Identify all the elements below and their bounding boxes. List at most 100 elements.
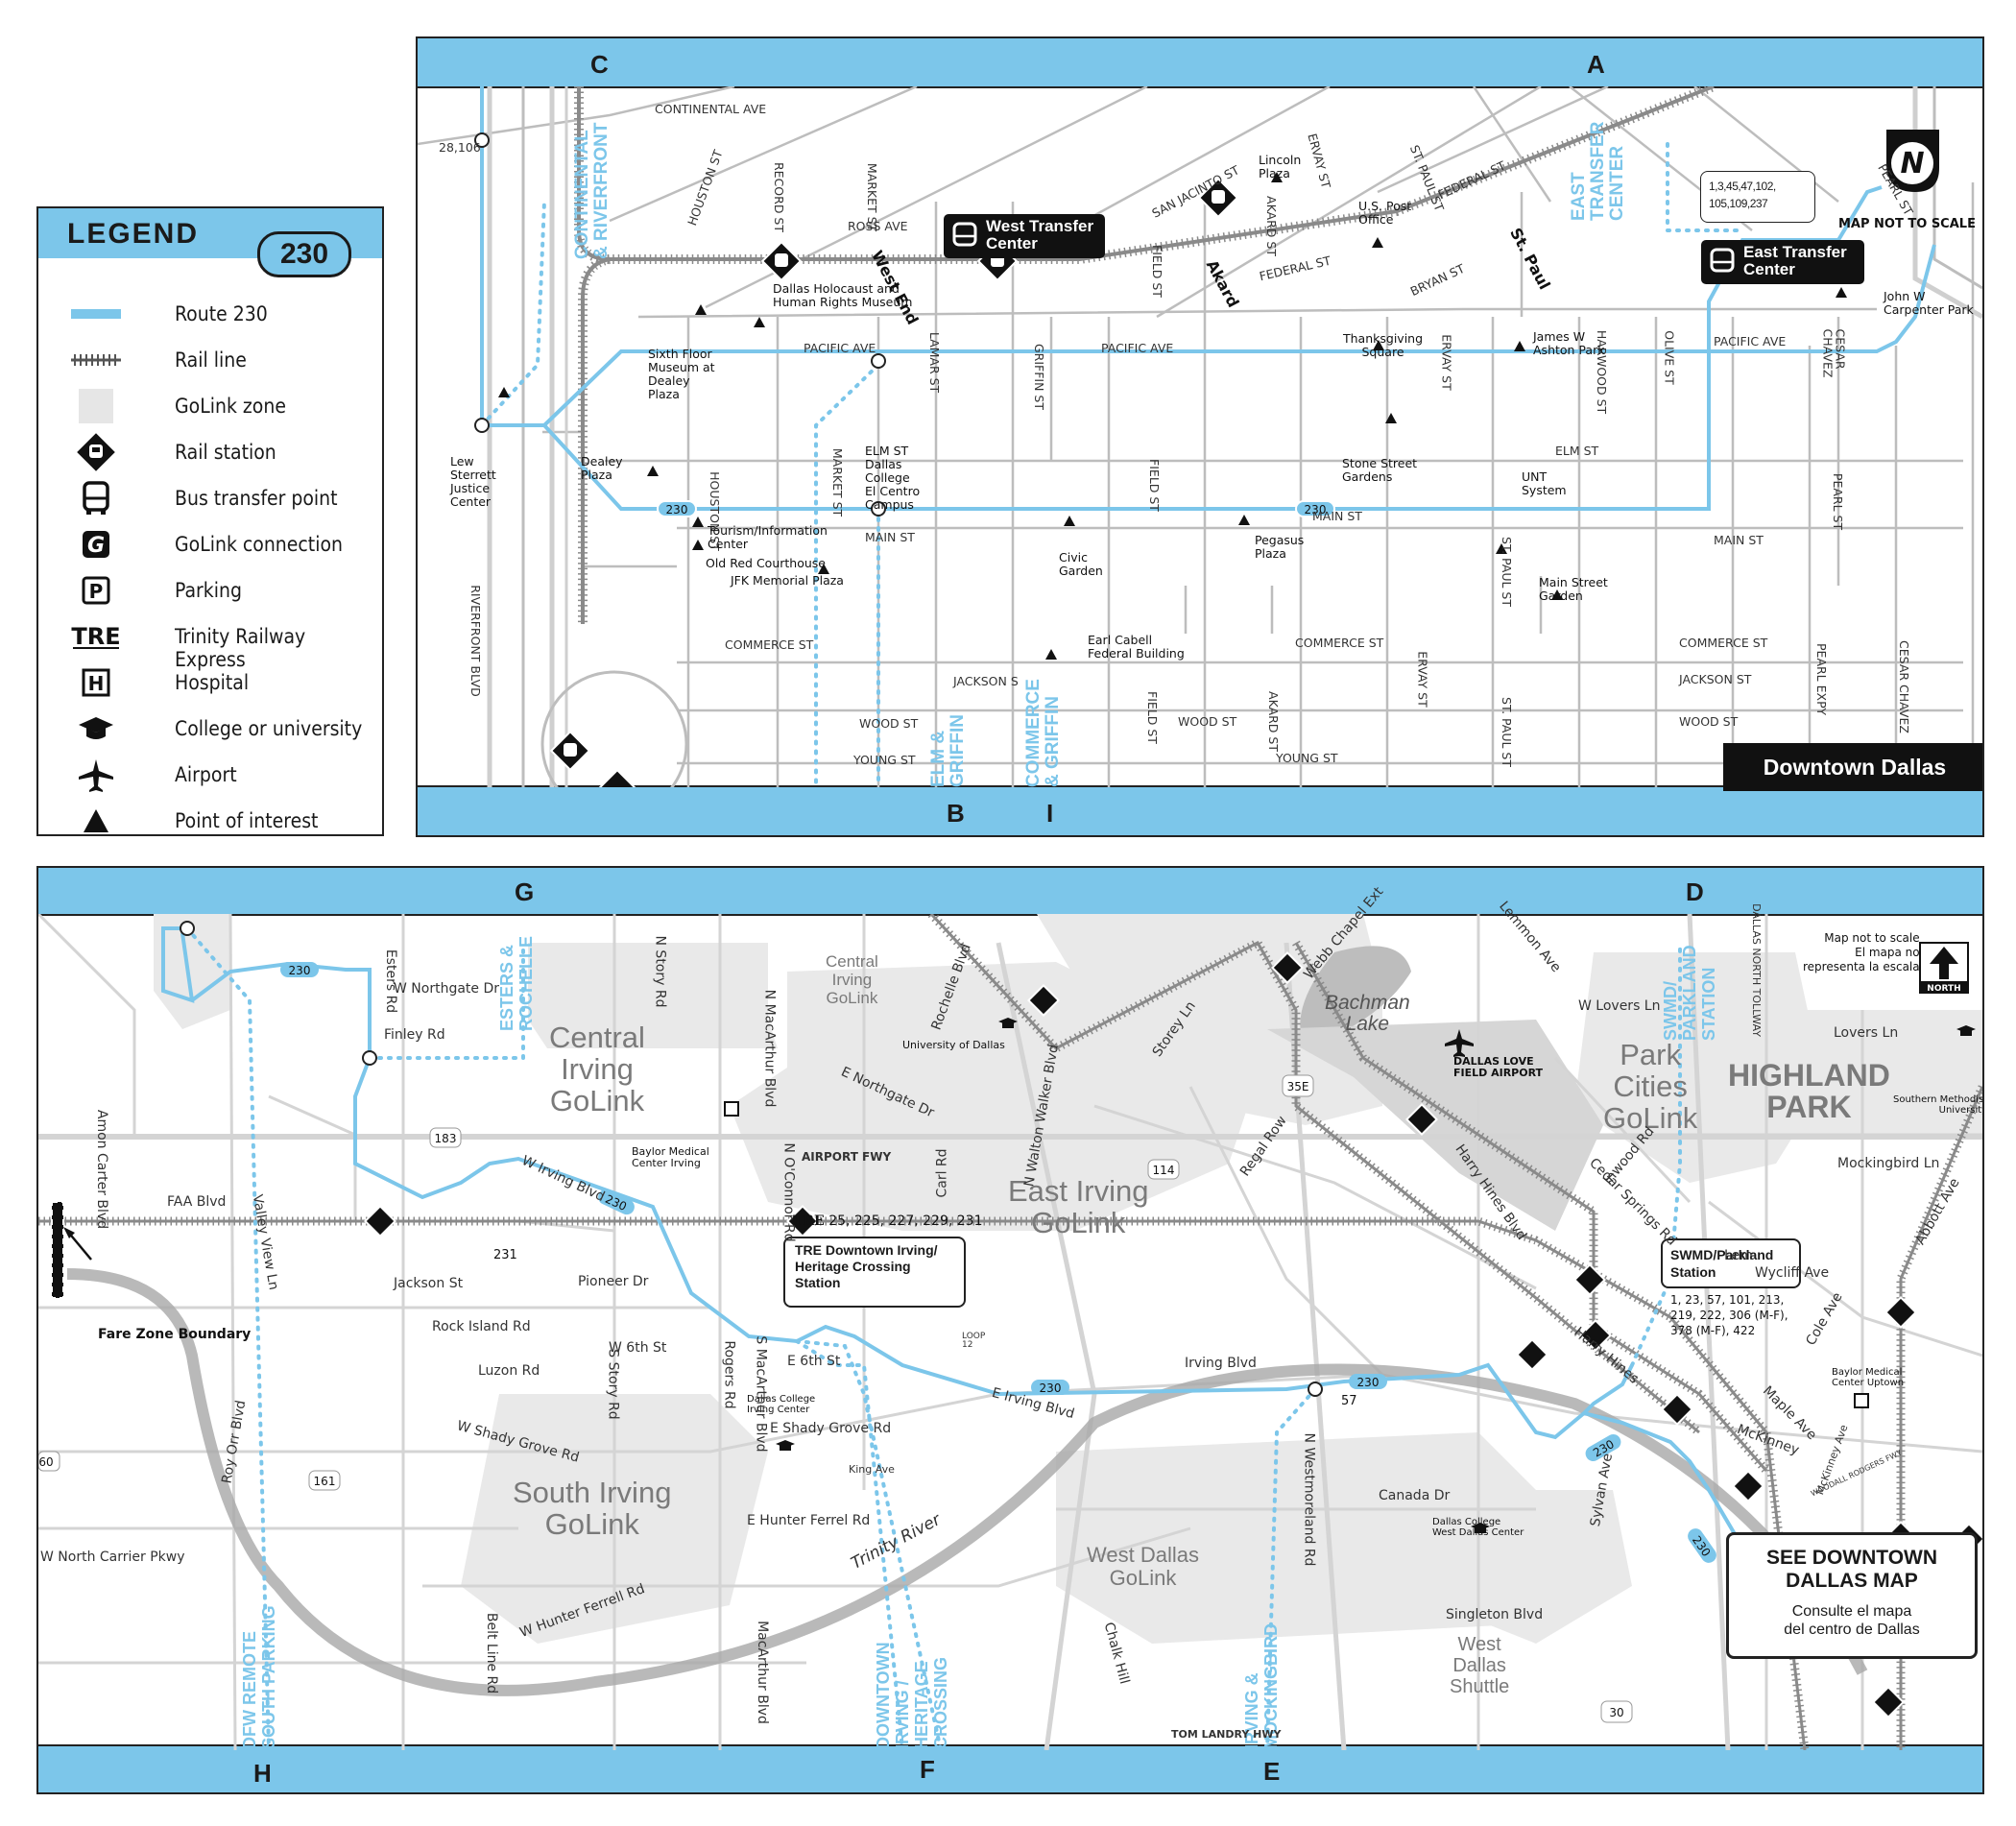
street-label: Luzon Rd bbox=[478, 1363, 540, 1379]
street-label: JACKSON ST bbox=[1679, 672, 1752, 686]
legend-item-college: College or university bbox=[67, 709, 374, 748]
street-label: YOUNG ST bbox=[1276, 751, 1338, 765]
west-transfer-routes: 28,106 bbox=[439, 140, 481, 155]
poi-ashton-park: James W Ashton Park bbox=[1533, 329, 1605, 357]
tre-station-callout: TRE Downtown Irving/ Heritage Crossing S… bbox=[783, 1237, 966, 1308]
poi-old-red: Old Red Courthouse bbox=[706, 556, 826, 570]
street-label: AKARD ST bbox=[1265, 691, 1281, 752]
timepoint-elm-griffin: ELM & GRIFFIN bbox=[928, 714, 968, 787]
downtown-title-text: Downtown Dallas bbox=[1763, 755, 1947, 780]
street-label: MAIN ST bbox=[1714, 533, 1764, 547]
street-label: CESAR CHAVEZ bbox=[1820, 328, 1848, 378]
poi-stone-street: Stone Street Gardens bbox=[1342, 456, 1418, 484]
svg-text:NORTH: NORTH bbox=[1927, 984, 1960, 994]
trinity-corridor bbox=[66, 1268, 1868, 1696]
svg-text:183: 183 bbox=[435, 1132, 457, 1145]
see-downtown-callout[interactable]: SEE DOWNTOWN DALLAS MAP Consulte el mapa… bbox=[1726, 1532, 1978, 1659]
svg-text:230: 230 bbox=[289, 964, 311, 977]
legend-label: GoLink zone bbox=[175, 395, 286, 418]
street-label: ERVAY ST bbox=[1439, 334, 1454, 391]
legend-label: Bus transfer point bbox=[175, 487, 338, 510]
highland-park-label: HIGHLAND PARK bbox=[1728, 1058, 1890, 1124]
college-icon bbox=[79, 717, 113, 739]
street-label: Rogers Rd bbox=[721, 1340, 737, 1409]
poi-carpenter-park: John W Carpenter Park bbox=[1884, 289, 1974, 317]
street-label: CESAR CHAVEZ bbox=[1896, 640, 1911, 733]
hospital-icon: H bbox=[82, 668, 110, 697]
bachman-lake bbox=[1300, 946, 1411, 1048]
poi-unt: UNT System bbox=[1522, 469, 1567, 497]
street-label: FAA Blvd bbox=[167, 1194, 227, 1210]
street-label: PEARL EXPY bbox=[1813, 643, 1829, 715]
street-label: WOOD ST bbox=[1178, 714, 1237, 729]
timepoint-letter-a: A bbox=[1587, 50, 1605, 79]
poi-university-dallas: University of Dallas bbox=[902, 1039, 1005, 1051]
golink-west-dallas: West Dallas GoLink bbox=[1087, 1543, 1199, 1590]
route-230-overview bbox=[161, 926, 1768, 1588]
legend-item-golink-connection: G GoLink connection bbox=[67, 525, 374, 564]
legend-item-bus: Bus transfer point bbox=[67, 479, 374, 517]
poi-main-street-garden: Main Street Garden bbox=[1539, 575, 1608, 603]
svg-text:114: 114 bbox=[1153, 1164, 1175, 1177]
tre-station-label: TRE Downtown Irving/ Heritage Crossing S… bbox=[795, 1242, 938, 1290]
poi-baylor-uptown: Baylor Medical Center Uptown bbox=[1832, 1367, 1905, 1388]
street-label: COMMERCE ST bbox=[725, 637, 814, 652]
street-label: JACKSON S bbox=[953, 674, 1019, 688]
east-transfer-label: East Transfer Center bbox=[1743, 243, 1847, 278]
street-label: Finley Rd bbox=[384, 1027, 445, 1043]
street-label: King Ave bbox=[849, 1463, 895, 1476]
legend-item-airport: Airport bbox=[67, 756, 374, 794]
poi-icon bbox=[84, 809, 108, 832]
street-label: FIELD ST bbox=[1144, 691, 1160, 744]
street-label: MacArthur Blvd bbox=[754, 1621, 770, 1724]
legend-label: College or university bbox=[175, 717, 363, 740]
rail-station-icon bbox=[77, 433, 115, 471]
street-label: RECORD ST bbox=[772, 161, 787, 233]
street-label: CONTINENTAL AVE bbox=[655, 102, 767, 116]
legend-label: Airport bbox=[175, 763, 237, 786]
street-label: Carl Rd bbox=[934, 1148, 950, 1198]
timepoint-esters-rochelle: ESTERS & ROCHELLE bbox=[497, 936, 536, 1031]
street-label: Lovers Ln bbox=[1834, 1025, 1899, 1041]
fare-zone-boundary: Fare Zone Boundary bbox=[98, 1327, 252, 1342]
legend-label: Hospital bbox=[175, 671, 250, 694]
timepoint-letter-h: H bbox=[253, 1759, 272, 1788]
street-label: COMMERCE ST bbox=[1679, 636, 1768, 650]
street-label: Mockingbird Ln bbox=[1837, 1156, 1940, 1171]
legend-label: Rail station bbox=[175, 441, 276, 464]
poi-tourism: Tourism/Information Center bbox=[708, 523, 828, 551]
golink-central-irving: Central Irving GoLink bbox=[549, 1021, 645, 1117]
poi-holocaust: Dallas Holocaust and Human Rights Museum bbox=[773, 281, 913, 309]
north-compass-icon: N bbox=[1886, 130, 1939, 192]
legend-item-tre: TRE Trinity Railway Express bbox=[67, 617, 374, 671]
street-label: FIELD ST bbox=[1149, 245, 1164, 298]
street-label: FIELD ST bbox=[1146, 459, 1162, 512]
svg-text:30: 30 bbox=[1609, 1706, 1623, 1719]
street-label: Wycliff Ave bbox=[1755, 1265, 1830, 1281]
street-label: Irving Blvd bbox=[1185, 1356, 1257, 1371]
poi-lew-sterrett: Lew Sterrett Justice Center bbox=[450, 454, 496, 509]
street-label: MAIN ST bbox=[1312, 509, 1362, 523]
golink-zone-icon bbox=[79, 389, 113, 423]
street-label: COMMERCE ST bbox=[1295, 636, 1384, 650]
golink-east-irving: East Irving GoLink bbox=[1008, 1174, 1149, 1239]
legend-item-parking: P Parking bbox=[67, 571, 374, 610]
street-label: ST. PAUL ST bbox=[1499, 537, 1514, 607]
east-transfer-routes-text: 1,3,45,47,102, 105,109,237 bbox=[1709, 180, 1776, 210]
legend-item-rail-station: Rail station bbox=[67, 433, 374, 471]
poi-dealey-plaza: Dealey Plaza bbox=[581, 454, 623, 482]
legend-item-golink: GoLink zone bbox=[67, 387, 374, 425]
see-downtown-spanish: Consulte el mapa del centro de Dallas bbox=[1784, 1603, 1920, 1638]
street-label: Amon Carter Blvd bbox=[94, 1109, 110, 1230]
poi-dallas-college-west: Dallas College West Dallas Center bbox=[1432, 1517, 1524, 1538]
legend-label: Point of interest bbox=[175, 809, 319, 832]
poi-lincoln: Lincoln Plaza bbox=[1259, 153, 1302, 180]
poi-baylor-irving: Baylor Medical Center Irving bbox=[632, 1145, 709, 1169]
svg-text:230: 230 bbox=[1357, 1376, 1380, 1389]
street-label: MAIN ST bbox=[865, 530, 915, 544]
bus-icon bbox=[952, 222, 977, 247]
legend-label: Route 230 bbox=[175, 302, 268, 325]
street-label: W Lovers Ln bbox=[1578, 998, 1661, 1014]
scale-note: Map not to scale El mapa no representa l… bbox=[1803, 931, 1920, 973]
east-transfer-center: East Transfer Center bbox=[1701, 240, 1864, 284]
